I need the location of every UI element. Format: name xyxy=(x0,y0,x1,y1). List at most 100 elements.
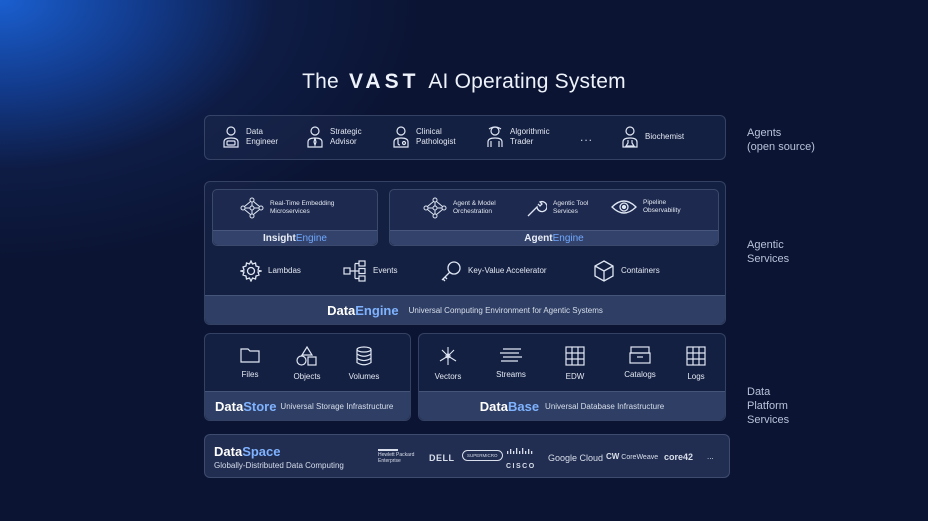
dataspace-desc: Globally-Distributed Data Computing xyxy=(214,461,344,470)
insightengine-name: InsightEngine xyxy=(263,232,327,244)
volumes-item[interactable]: Volumes xyxy=(334,346,394,382)
agent-label: Data Engineer xyxy=(246,127,279,146)
cisco-bars-icon xyxy=(507,448,533,454)
insight-item-label: Real-Time Embedding Microservices xyxy=(270,200,335,215)
partner-supermicro-logo: SUPERMICRO xyxy=(462,450,503,461)
partner-core42-logo: core42 xyxy=(664,452,694,462)
agent-label: Algorithmic Trader xyxy=(510,127,550,146)
cube-icon xyxy=(594,260,614,282)
database-bar: DataBase Universal Database Infrastructu… xyxy=(419,391,725,420)
agent-biochemist[interactable]: Biochemist xyxy=(621,126,684,148)
partner-coreweave-logo: CW CoreWeave xyxy=(606,452,659,461)
partner-cisco-logo: CISCO xyxy=(506,448,536,473)
dataengine-name: DataEngine xyxy=(327,302,399,318)
agentic-tool-item[interactable]: Agentic Tool Services xyxy=(525,197,588,219)
biochemist-icon xyxy=(622,126,638,148)
agent-label: Biochemist xyxy=(645,132,685,141)
partner-hpe-logo: Hewlett Packard Enterprise xyxy=(378,449,414,464)
neural-net-icon xyxy=(240,197,264,219)
row-label: Events xyxy=(373,266,398,275)
partners-ellipsis: ... xyxy=(707,452,714,461)
agent-label: Strategic Advisor xyxy=(330,127,362,146)
row-label: Containers xyxy=(621,266,660,275)
dataspace-panel xyxy=(204,434,730,478)
insight-embedding-item[interactable]: Real-Time Embedding Microservices xyxy=(240,197,334,219)
key-icon xyxy=(441,261,461,282)
database-icon xyxy=(356,346,372,366)
agent-data-engineer[interactable]: Data Engineer xyxy=(222,126,278,148)
page-title: The VAST AI Operating System xyxy=(0,70,928,94)
grid-icon xyxy=(686,346,706,366)
wrench-icon xyxy=(527,200,547,217)
folder-icon xyxy=(240,348,260,363)
agent-label: Clinical Pathologist xyxy=(416,127,456,146)
database-item-label: Catalogs xyxy=(624,370,656,379)
hpe-bar-icon xyxy=(378,449,398,451)
datastore-desc: Universal Storage Infrastructure xyxy=(280,401,394,411)
agent-item-label: Pipeline Observability xyxy=(643,199,681,214)
dataengine-bar: DataEngine Universal Computing Environme… xyxy=(205,295,725,324)
streams-icon xyxy=(500,348,522,362)
shapes-icon xyxy=(296,346,317,366)
lambdas-item[interactable]: Lambdas xyxy=(240,260,301,282)
datastore-bar: DataStore Universal Storage Infrastructu… xyxy=(205,391,410,420)
datastore-item-label: Objects xyxy=(293,372,321,381)
database-item-label: Vectors xyxy=(434,372,462,381)
coreweave-mark-icon: CW xyxy=(606,452,620,461)
agent-orchestration-item[interactable]: Agent & Model Orchestration xyxy=(423,197,496,219)
insightengine-bar: InsightEngine xyxy=(213,230,377,245)
row-label: Lambdas xyxy=(268,266,301,275)
catalogs-item[interactable]: Catalogs xyxy=(610,346,670,380)
grid-icon xyxy=(565,346,585,366)
neural-net-icon xyxy=(423,197,447,219)
datastore-item-label: Volumes xyxy=(348,372,380,381)
agentengine-name: AgentEngine xyxy=(524,232,584,244)
vectors-icon xyxy=(439,347,457,365)
partner-google-cloud-logo: Google Cloud xyxy=(548,453,604,463)
agents-side-label: Agents (open source) xyxy=(747,127,815,153)
pipeline-observability-item[interactable]: Pipeline Observability xyxy=(611,198,681,216)
data-engineer-icon xyxy=(223,126,239,148)
insightengine-panel: InsightEngine xyxy=(212,189,378,246)
edw-item[interactable]: EDW xyxy=(545,346,605,382)
datastore-name: DataStore xyxy=(215,398,277,414)
agentic-side-label: Agentic Services xyxy=(747,239,790,265)
eye-icon xyxy=(611,200,637,214)
title-prefix: The xyxy=(302,70,339,93)
agents-ellipsis: ... xyxy=(580,130,594,144)
agents-panel xyxy=(204,115,726,160)
database-item-label: Logs xyxy=(687,372,705,381)
catalog-icon xyxy=(629,346,651,364)
agent-algorithmic-trader[interactable]: Algorithmic Trader xyxy=(486,126,550,148)
dataengine-desc: Universal Computing Environment for Agen… xyxy=(408,305,603,315)
gear-icon xyxy=(240,260,262,282)
row-label: Key-Value Accelerator xyxy=(468,266,547,275)
trader-icon xyxy=(487,126,503,147)
events-icon xyxy=(343,260,366,282)
objects-item[interactable]: Objects xyxy=(277,346,337,382)
title-suffix: AI Operating System xyxy=(428,70,626,93)
agent-clinical-pathologist[interactable]: Clinical Pathologist xyxy=(392,126,456,148)
agentengine-bar: AgentEngine xyxy=(390,230,718,245)
platform-side-label: Data Platform Services xyxy=(747,386,790,426)
database-item-label: Streams xyxy=(496,370,526,379)
database-desc: Universal Database Infrastructure xyxy=(545,401,665,411)
key-value-item[interactable]: Key-Value Accelerator xyxy=(440,260,547,282)
logs-item[interactable]: Logs xyxy=(666,346,726,382)
agent-item-label: Agentic Tool Services xyxy=(553,200,589,215)
pathologist-icon xyxy=(393,126,409,148)
vectors-item[interactable]: Vectors xyxy=(418,346,478,382)
agent-strategic-advisor[interactable]: Strategic Advisor xyxy=(306,126,362,148)
agentengine-panel: AgentEngine xyxy=(389,189,719,246)
dataspace-name: DataSpace xyxy=(214,444,281,459)
advisor-icon xyxy=(307,126,323,148)
partner-dell-logo: DELL xyxy=(429,453,455,463)
database-name: DataBase xyxy=(479,398,540,414)
agent-item-label: Agent & Model Orchestration xyxy=(453,200,496,215)
files-item[interactable]: Files xyxy=(220,346,280,380)
datastore-item-label: Files xyxy=(241,370,259,379)
streams-item[interactable]: Streams xyxy=(481,346,541,380)
title-brand: VAST xyxy=(348,70,420,93)
events-item[interactable]: Events xyxy=(343,260,397,282)
containers-item[interactable]: Containers xyxy=(593,260,660,282)
